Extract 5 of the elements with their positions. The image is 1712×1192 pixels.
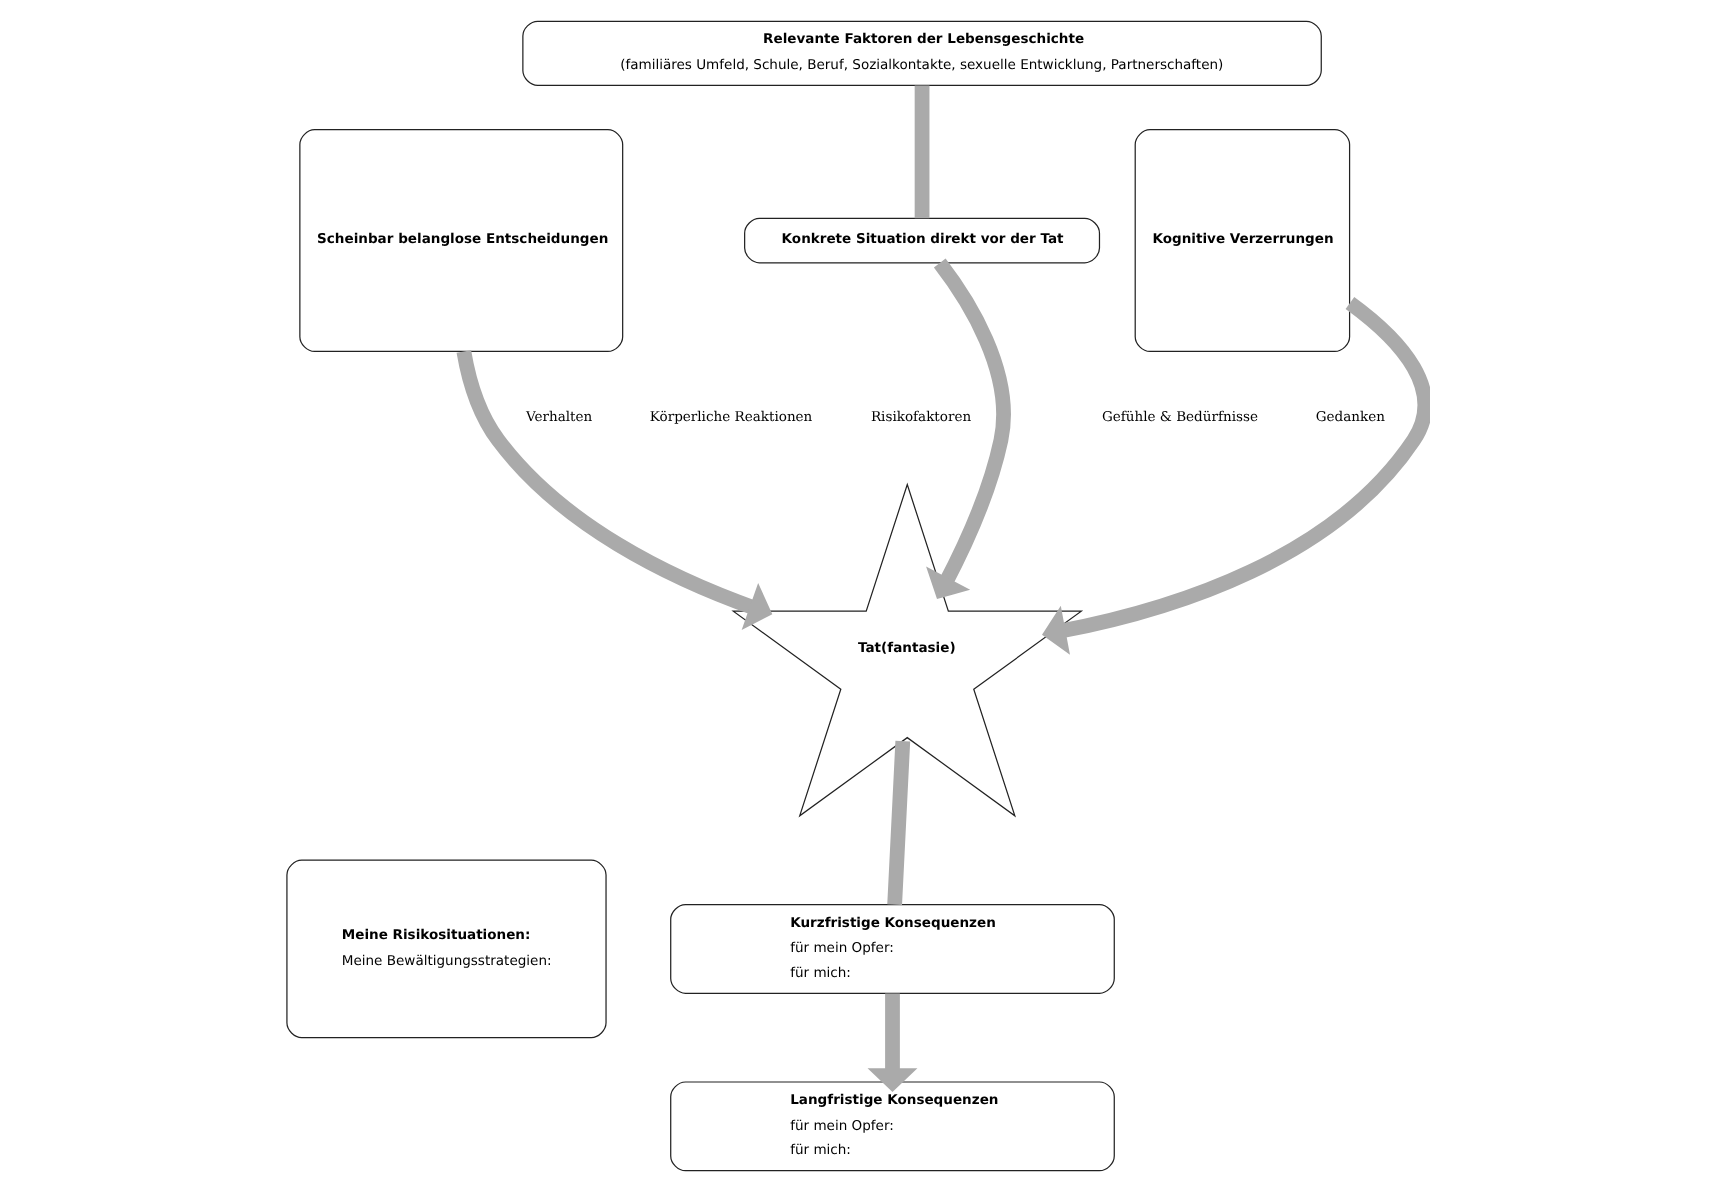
arrow [456,350,773,630]
connector [914,85,930,219]
arrow [867,993,918,1092]
arrow [1042,297,1430,655]
arrow [926,258,1011,600]
